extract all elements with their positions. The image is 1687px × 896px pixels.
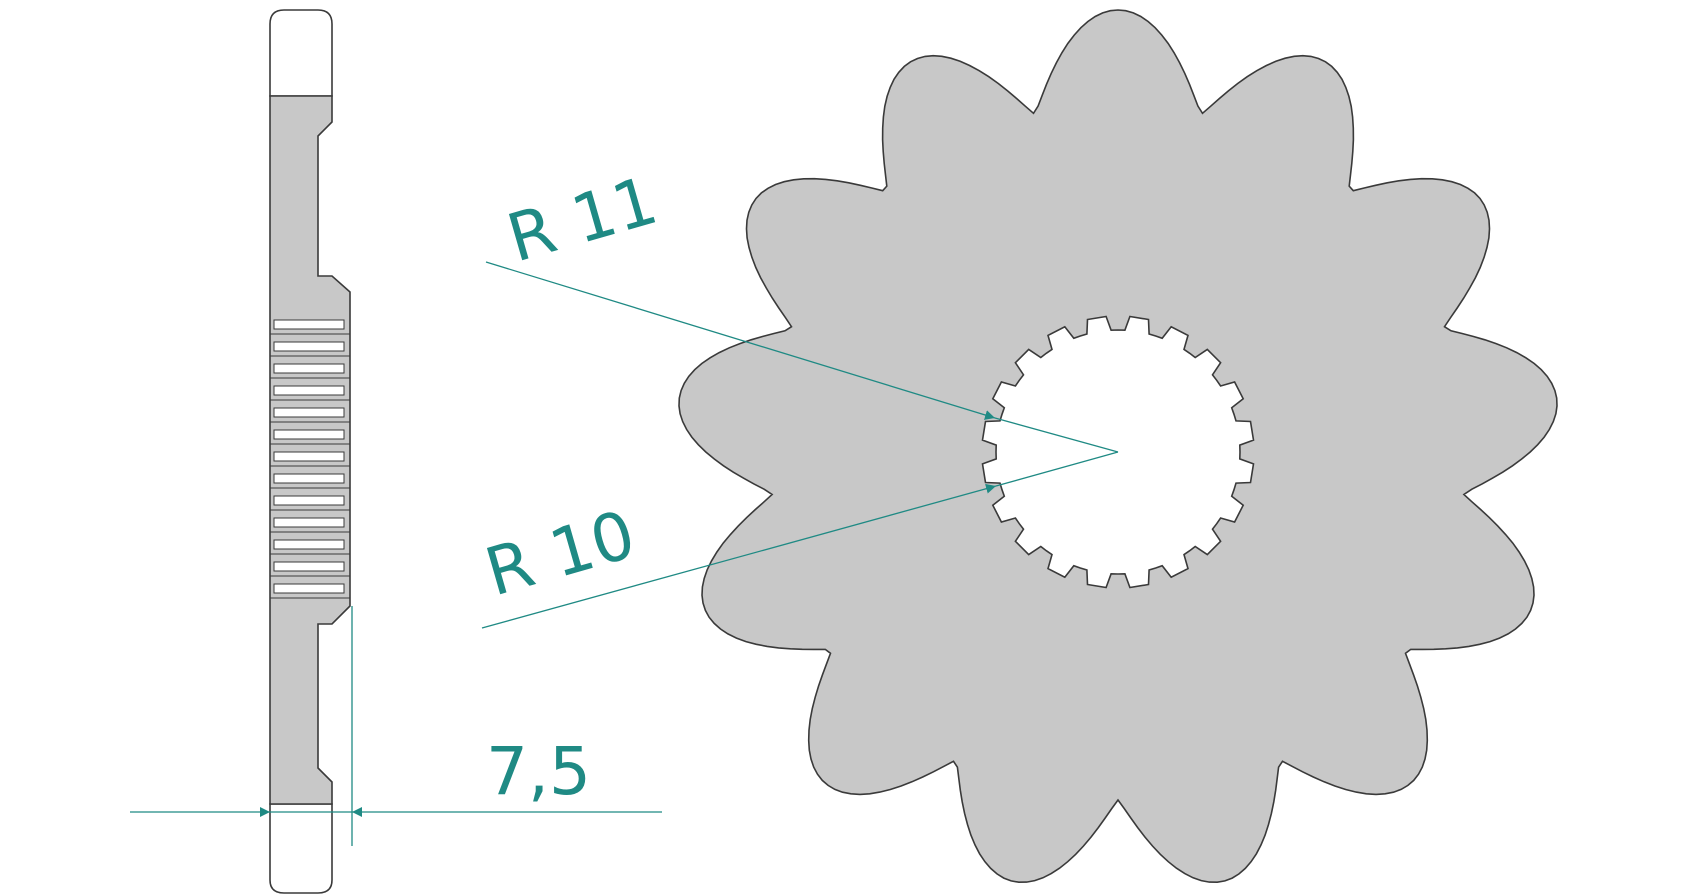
side-groove-6 bbox=[273, 451, 345, 462]
dimensions bbox=[130, 261, 1119, 846]
side-bottom-tooth bbox=[269, 803, 333, 894]
side-groove-9 bbox=[273, 517, 345, 528]
front-view bbox=[678, 9, 1558, 884]
side-groove-7 bbox=[273, 473, 345, 484]
side-groove-4 bbox=[273, 407, 345, 418]
r10-leader-line bbox=[481, 483, 997, 629]
side-groove-5 bbox=[273, 429, 345, 440]
side-view bbox=[269, 9, 351, 894]
r10-center-line bbox=[995, 451, 1119, 487]
thickness-label: 7,5 bbox=[486, 733, 591, 810]
side-groove-11 bbox=[273, 561, 345, 572]
side-groove-10 bbox=[273, 539, 345, 550]
side-top-tooth bbox=[269, 9, 333, 97]
side-groove-3 bbox=[273, 385, 345, 396]
side-groove-1 bbox=[273, 341, 345, 352]
side-groove-0 bbox=[273, 319, 345, 330]
side-spline-grooves bbox=[270, 319, 350, 599]
side-groove-12 bbox=[273, 583, 345, 594]
r11-leader-line bbox=[485, 261, 996, 420]
side-body bbox=[269, 95, 351, 805]
side-groove-8 bbox=[273, 495, 345, 506]
r11-label: R 11 bbox=[499, 162, 665, 278]
r10-label: R 10 bbox=[477, 496, 643, 612]
sprocket-outline bbox=[678, 9, 1558, 884]
r11-center-line bbox=[994, 417, 1119, 453]
side-groove-2 bbox=[273, 363, 345, 374]
